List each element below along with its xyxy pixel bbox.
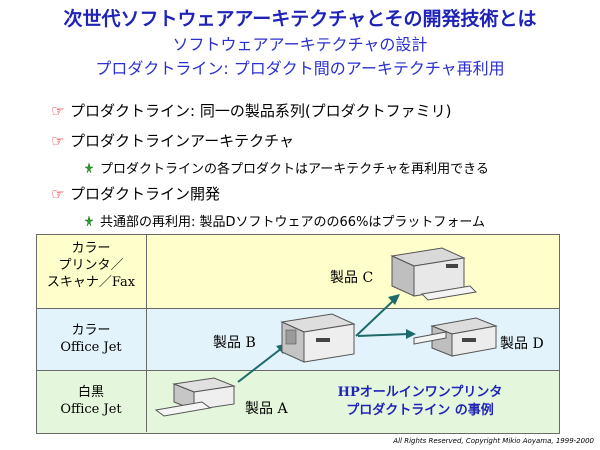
slide-subtitle-2: プロダクトライン: プロダクト間のアーキテクチャ再利用 bbox=[95, 59, 505, 78]
bullet-3-sub: 共通部の再利用: 製品Dソフトウェアのの66%はプラットフォーム bbox=[84, 211, 485, 230]
bullet-1-text: プロダクトライン: 同一の製品系列(プロダクトファミリ) bbox=[70, 102, 452, 120]
hp-caption-line-1: HPオールインワンプリンタ bbox=[337, 385, 503, 400]
pointing-hand-icon: ☞ bbox=[51, 184, 65, 203]
hp-caption-line-2: プロダクトライン の事例 bbox=[346, 403, 494, 418]
bullet-2-sub-text: プロダクトラインの各プロダクトはアーキテクチャを再利用できる bbox=[100, 162, 489, 177]
printer-d-image bbox=[413, 317, 498, 357]
product-diagram bbox=[154, 247, 498, 417]
sub-bullet-icon bbox=[84, 162, 94, 173]
slide-subtitle-1: ソフトウェアアーキテクチャの設計 bbox=[172, 35, 428, 54]
copyright-notice: All Rights Reserved, Copyright Mikio Aoy… bbox=[393, 437, 594, 445]
bullet-2: ☞ プロダクトラインアーキテクチャ bbox=[50, 130, 294, 151]
product-b-label: 製品 B bbox=[213, 335, 256, 351]
printer-b-image bbox=[280, 313, 356, 363]
product-c-label: 製品 C bbox=[330, 270, 374, 286]
printer-a-image bbox=[154, 377, 236, 417]
bullet-2-sub: プロダクトラインの各プロダクトはアーキテクチャを再利用できる bbox=[84, 158, 489, 177]
bullet-3: ☞ プロダクトライン開発 bbox=[50, 183, 220, 204]
category-color-printer: カラー プリンタ／ スキャナ／Fax bbox=[46, 241, 136, 290]
pointing-hand-icon: ☞ bbox=[51, 101, 65, 120]
category-mono-officejet: 白黒 Office Jet bbox=[60, 385, 122, 417]
arrow-b-to-d bbox=[357, 329, 416, 339]
slide-title: 次世代ソフトウェアアーキテクチャとその開発技術とは bbox=[63, 8, 537, 30]
pointing-hand-icon: ☞ bbox=[51, 131, 65, 150]
bullet-1: ☞ プロダクトライン: 同一の製品系列(プロダクトファミリ) bbox=[50, 100, 452, 121]
band-mono-officejet bbox=[36, 370, 560, 434]
band-color-printer bbox=[36, 234, 560, 310]
arrow-b-to-c bbox=[355, 294, 400, 337]
product-d-label: 製品 D bbox=[500, 336, 544, 352]
category-color-officejet: カラー Office Jet bbox=[60, 323, 122, 355]
sub-bullet-icon bbox=[84, 215, 94, 226]
bullet-3-text: プロダクトライン開発 bbox=[70, 185, 221, 203]
printer-c-image bbox=[390, 247, 478, 301]
bullet-3-sub-text: 共通部の再利用: 製品Dソフトウェアのの66%はプラットフォーム bbox=[100, 215, 486, 230]
product-a-label: 製品 A bbox=[245, 401, 288, 417]
band-divider bbox=[146, 234, 147, 432]
bullet-2-text: プロダクトラインアーキテクチャ bbox=[70, 132, 294, 150]
